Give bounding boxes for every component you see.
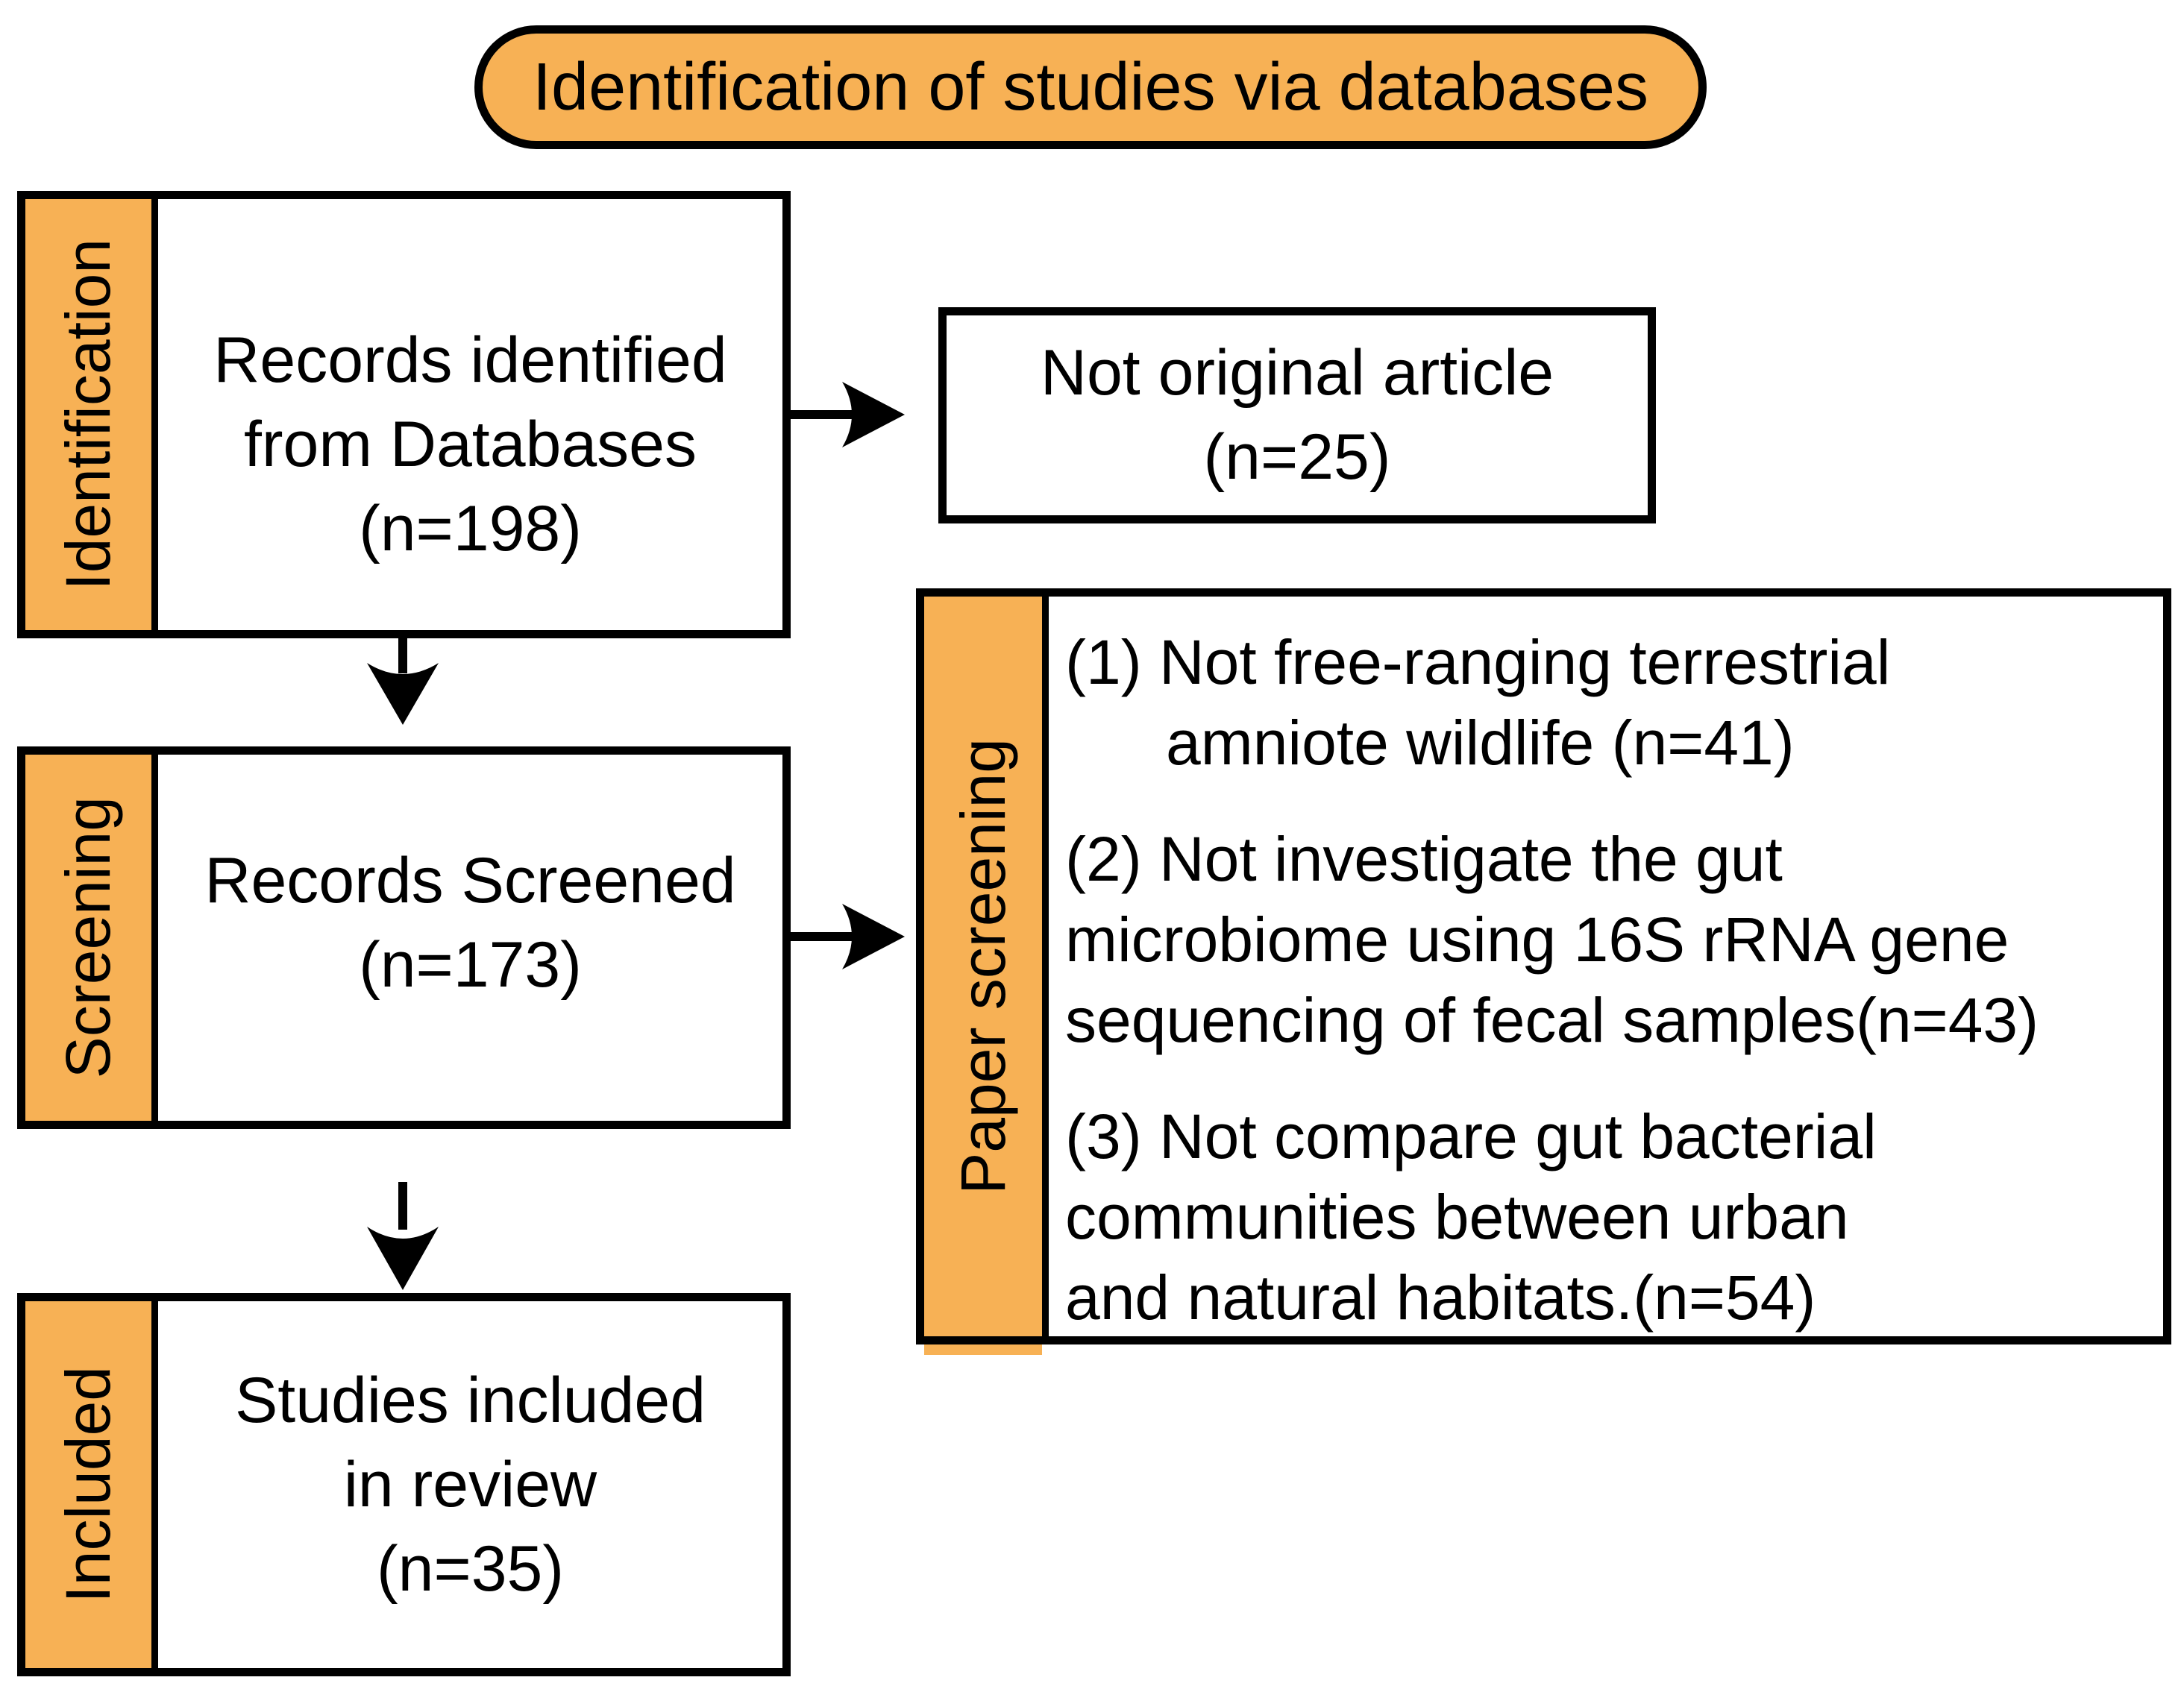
- paper-screening-stage-label: Paper screening: [947, 738, 1018, 1195]
- identification-stage-strip: Identification: [25, 199, 158, 630]
- records-screened-count: (n=173): [359, 928, 582, 1001]
- exclusion-3-line-3: and natural habitats.(n=54): [1065, 1262, 1816, 1333]
- records-screened-line: Records Screened: [204, 844, 736, 916]
- studies-included-count: (n=35): [377, 1532, 564, 1605]
- studies-included-line-2: in review: [343, 1448, 597, 1520]
- records-identified-line-2: from Databases: [243, 408, 697, 480]
- exclusion-1-line-2: amniote wildlife (n=41): [1166, 708, 1795, 778]
- diagram-title: Identification of studies via databases: [533, 49, 1648, 125]
- arrow-identification-to-excluded-icon: [787, 382, 905, 447]
- exclusion-3-line-2: communities between urban: [1065, 1182, 1849, 1252]
- arrow-identification-to-screening-icon: [367, 635, 439, 725]
- records-screened-box: Records Screened (n=173): [158, 740, 782, 1106]
- records-identified-box: Records identified from Databases (n=198…: [158, 229, 782, 660]
- exclusion-item-3: (3) Not compare gut bacterial communitie…: [1065, 1096, 2150, 1338]
- exclusion-1-line-1: (1) Not free-ranging terrestrial: [1065, 627, 1891, 697]
- exclusion-3-line-1: (3) Not compare gut bacterial: [1065, 1101, 1877, 1171]
- screening-stage-label: Screening: [53, 796, 123, 1079]
- included-stage-box: Included Studies included in review (n=3…: [17, 1293, 791, 1676]
- paper-screening-strip-overhang: [924, 1344, 1042, 1355]
- paper-screening-box: Paper screening (1) Not free-ranging ter…: [916, 588, 2171, 1344]
- exclusion-reasons-list: (1) Not free-ranging terrestrial amniote…: [1049, 597, 2163, 1336]
- not-original-article-count: (n=25): [1203, 421, 1391, 493]
- exclusion-2-line-2: microbiome using 16S rRNA gene: [1065, 905, 2009, 975]
- exclusion-item-2: (2) Not investigate the gut microbiome u…: [1065, 819, 2150, 1060]
- arrow-screening-to-included-icon: [367, 1182, 439, 1290]
- identification-stage-label: Identification: [53, 239, 123, 591]
- studies-included-line-1: Studies included: [234, 1364, 706, 1436]
- arrow-screening-to-paper-screening-icon: [787, 904, 905, 969]
- diagram-title-pill: Identification of studies via databases: [474, 25, 1707, 149]
- identification-stage-box: Identification Records identified from D…: [17, 191, 791, 638]
- records-identified-count: (n=198): [359, 492, 582, 564]
- exclusion-2-line-3: sequencing of fecal samples(n=43): [1065, 985, 2039, 1055]
- records-identified-line-1: Records identified: [213, 324, 727, 396]
- screening-stage-strip: Screening: [25, 755, 158, 1121]
- studies-included-box: Studies included in review (n=35): [158, 1301, 782, 1668]
- not-original-article-line: Not original article: [1040, 337, 1554, 409]
- exclusion-2-line-1: (2) Not investigate the gut: [1065, 824, 1783, 894]
- included-stage-label: Included: [53, 1366, 123, 1603]
- included-stage-strip: Included: [25, 1301, 158, 1668]
- not-original-article-box: Not original article (n=25): [938, 307, 1656, 523]
- screening-stage-box: Screening Records Screened (n=173): [17, 746, 791, 1129]
- exclusion-item-1: (1) Not free-ranging terrestrial amniote…: [1065, 622, 2150, 783]
- paper-screening-strip: Paper screening: [924, 597, 1049, 1336]
